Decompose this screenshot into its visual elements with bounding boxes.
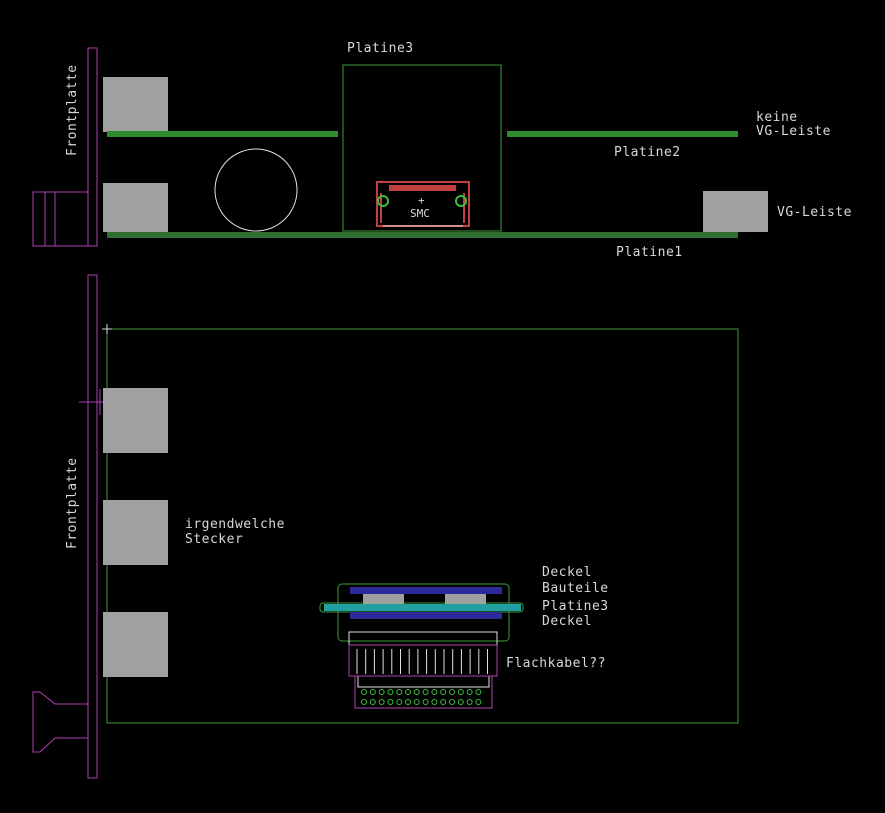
platine2-right-board xyxy=(507,131,738,137)
connector-side-1 xyxy=(103,77,168,132)
cable-pin xyxy=(413,689,420,695)
cable-pin xyxy=(440,699,447,705)
cable-pin xyxy=(361,689,367,695)
cable-pin xyxy=(387,699,394,705)
stack-assembly xyxy=(319,583,524,642)
platine3-outline xyxy=(342,64,502,232)
smc-plus-label: + xyxy=(418,194,425,207)
cable-pin xyxy=(457,689,464,695)
cable-pin xyxy=(466,689,473,695)
frontplate-handle-bottom xyxy=(32,691,88,753)
cable-pin xyxy=(466,699,473,705)
origin-cross-icon xyxy=(102,324,112,334)
connector-top-1 xyxy=(103,388,168,453)
vg-leiste-label: VG-Leiste xyxy=(777,205,852,220)
irgendwelche-label: irgendwelche xyxy=(185,517,285,532)
cable-pin xyxy=(457,699,464,705)
cable-pin xyxy=(475,689,482,695)
keine-vg-leiste-label: VG-Leiste xyxy=(756,124,831,139)
flachkabel-label: Flachkabel?? xyxy=(506,656,606,671)
deckel-bottom-label: Deckel xyxy=(542,614,592,629)
cable-pin xyxy=(413,699,420,705)
cable-pin xyxy=(387,689,394,695)
platine3-bottom-label: Platine3 xyxy=(542,599,609,614)
bauteile-label: Bauteile xyxy=(542,581,609,596)
frontplate-top xyxy=(87,47,98,247)
frontplate-bottom xyxy=(87,274,98,779)
cable-pin xyxy=(378,699,385,705)
cable-pin xyxy=(361,699,367,705)
cable-pin xyxy=(422,689,429,695)
flat-cable-connector xyxy=(348,631,498,709)
connector-top-3 xyxy=(103,612,168,677)
deckel-top-label: Deckel xyxy=(542,565,592,580)
cable-pin xyxy=(369,699,376,705)
platine1-board xyxy=(107,232,738,238)
smc-label: SMC xyxy=(410,207,430,220)
cable-pin xyxy=(405,689,411,695)
platine1-label: Platine1 xyxy=(616,245,683,260)
cable-pin xyxy=(431,689,438,695)
frontplatte-bottom-label: Frontplatte xyxy=(65,457,80,549)
keine-label: keine xyxy=(756,110,798,125)
frontplatte-top-label: Frontplatte xyxy=(65,64,80,156)
smc-connector xyxy=(376,181,470,227)
connector-side-2 xyxy=(103,183,168,232)
cable-pin xyxy=(396,699,403,705)
frontplate-handle-top xyxy=(32,191,89,247)
cable-pin xyxy=(440,689,447,695)
cable-pin xyxy=(449,689,455,695)
cable-pin xyxy=(396,689,403,695)
cable-pin xyxy=(422,699,429,705)
round-component xyxy=(214,148,298,232)
vg-leiste-connector xyxy=(703,191,768,232)
cable-pin xyxy=(475,699,482,705)
connector-top-2 xyxy=(103,500,168,565)
platine3-top-label: Platine3 xyxy=(347,41,414,56)
platine2-left-board xyxy=(107,131,338,137)
cable-pin xyxy=(449,699,455,705)
cable-pin xyxy=(378,689,385,695)
stecker-label: Stecker xyxy=(185,532,244,547)
cable-pin xyxy=(431,699,438,705)
cable-pin xyxy=(405,699,411,705)
platine2-label: Platine2 xyxy=(614,145,681,160)
cable-pin xyxy=(369,689,376,695)
